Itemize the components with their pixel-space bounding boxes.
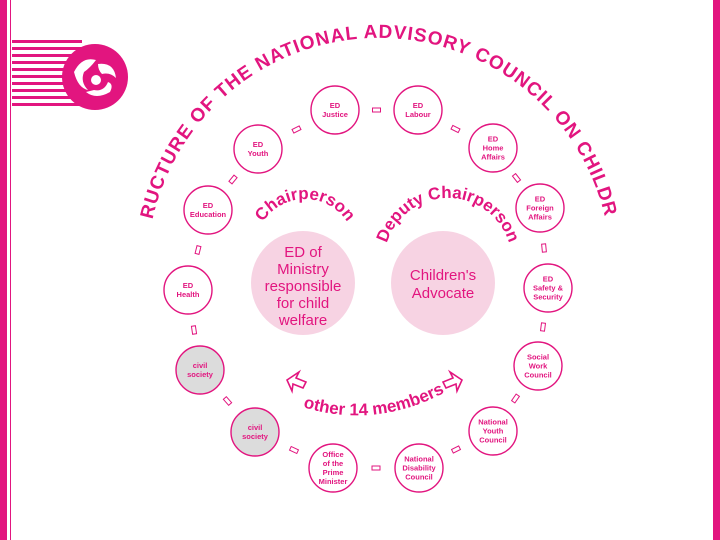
member-node-line: National	[404, 455, 434, 464]
chair-lines-line: responsible	[265, 278, 342, 295]
ring-connector	[541, 243, 547, 253]
ring-connector	[511, 172, 522, 184]
deputy-chairperson-circle	[391, 231, 495, 335]
frame-inner-line	[10, 0, 11, 540]
ring-connector	[539, 322, 547, 332]
ring-connectors	[190, 107, 547, 471]
member-node-line: ED	[330, 101, 341, 110]
member-node-line: Council	[405, 473, 433, 482]
member-node-line: ED	[253, 140, 264, 149]
member-node-line: Prime	[323, 468, 344, 477]
ring-connector	[291, 125, 302, 134]
member-node-line: Social	[527, 353, 549, 362]
ring-connector	[510, 393, 521, 404]
member-node-line: National	[478, 418, 508, 427]
member-node-line: society	[242, 432, 269, 441]
member-node-line: Minister	[319, 477, 348, 486]
member-node-line: Education	[190, 210, 227, 219]
member-node-line: civil	[248, 423, 263, 432]
member-node-line: Affairs	[481, 153, 505, 162]
member-node-line: Security	[533, 293, 563, 302]
member-node-line: Foreign	[526, 204, 554, 213]
member-node-line: Youth	[248, 149, 269, 158]
ring-connector	[450, 445, 462, 454]
ring-connector	[372, 107, 381, 113]
chair-lines-line: for child	[277, 295, 330, 312]
member-node-line: Labour	[405, 110, 430, 119]
member-node-line: ED	[203, 201, 214, 210]
chair-lines-line: welfare	[278, 312, 327, 329]
member-node-line: Safety &	[533, 284, 564, 293]
ring-connector	[190, 325, 198, 335]
member-node-line: ED	[488, 135, 499, 144]
member-node-line: Youth	[483, 427, 504, 436]
ring-connector	[222, 395, 233, 407]
member-node-line: civil	[193, 361, 208, 370]
chairperson-circle	[251, 231, 355, 335]
member-node-line: Work	[529, 362, 548, 371]
ring-connector	[288, 445, 300, 455]
other-members-label: other 14 members	[302, 379, 447, 419]
member-node-line: society	[187, 370, 214, 379]
chairperson-label: Chairperson	[251, 184, 359, 225]
ring-connector	[450, 124, 461, 134]
deputy-lines-line: Children's	[410, 267, 476, 284]
member-node-line: ED	[413, 101, 424, 110]
arrow-left-icon	[285, 369, 308, 394]
member-node-line: Home	[483, 144, 504, 153]
logo-stripes	[12, 40, 82, 110]
member-node-line: Disability	[402, 464, 436, 473]
deputy-lines-line: Advocate	[412, 285, 475, 302]
member-node-line: Justice	[322, 110, 348, 119]
member-node-line: Health	[177, 290, 200, 299]
frame-left-border	[0, 0, 7, 540]
council-logo-icon	[62, 44, 128, 110]
ring-connector	[371, 465, 381, 471]
member-nodes: EDJusticeEDLabourEDHomeAffairsEDForeignA…	[163, 85, 573, 493]
chair-lines-line: ED of	[284, 244, 322, 261]
member-node-line: Affairs	[528, 213, 552, 222]
member-node-line: Office	[322, 450, 343, 459]
member-node-line: ED	[535, 195, 546, 204]
ring-connector	[228, 174, 238, 185]
arrow-right-icon	[441, 369, 464, 394]
member-node-line: ED	[543, 275, 554, 284]
member-node-line: ED	[183, 281, 194, 290]
frame-right-border	[713, 0, 720, 540]
member-node-line: of the	[323, 459, 343, 468]
member-node-line: Council	[479, 436, 507, 445]
member-node-line: Council	[524, 371, 552, 380]
chair-lines-line: Ministry	[277, 261, 329, 278]
ring-connector	[194, 245, 202, 255]
